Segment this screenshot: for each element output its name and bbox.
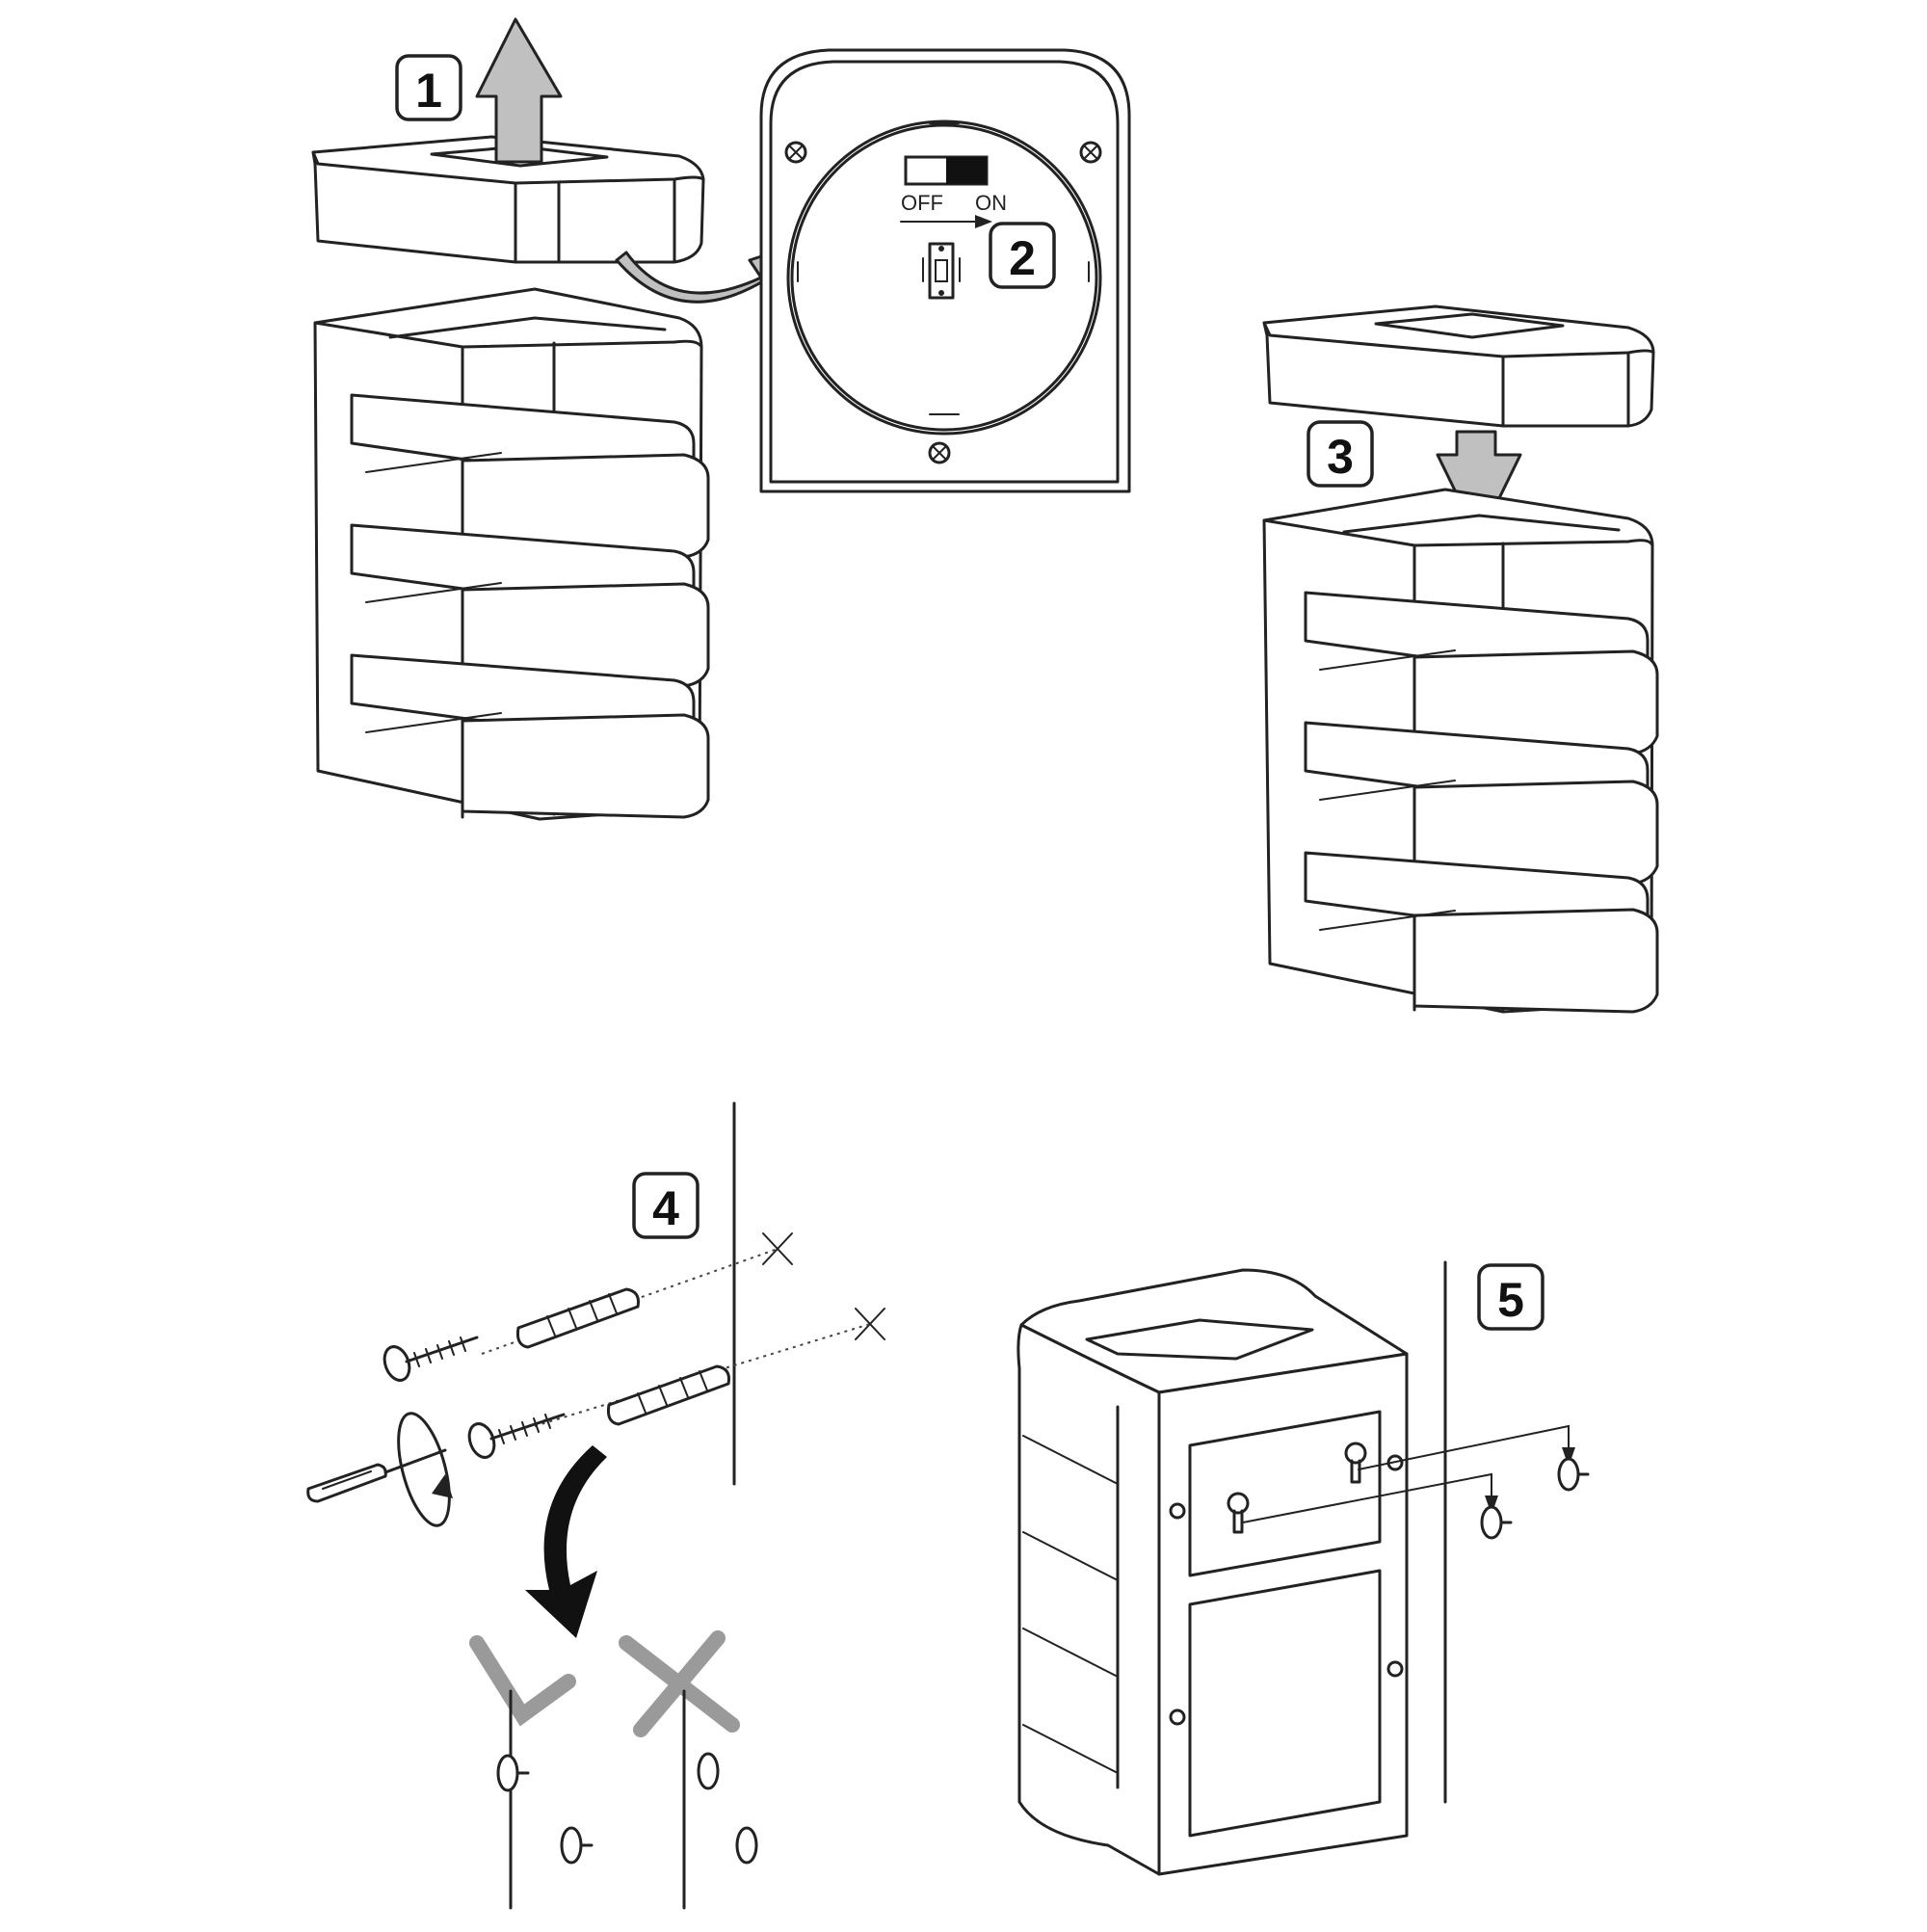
- screw-lower: [467, 1413, 566, 1459]
- solar-cap-lifted: [311, 135, 705, 264]
- lamp-back-view: [1016, 1268, 1409, 1876]
- lamp-body-open: [313, 287, 710, 821]
- check-mark-icon: [469, 1635, 576, 1727]
- step-4-group: 4: [306, 1101, 885, 1910]
- screw-flush: [735, 1826, 758, 1865]
- switch-on-label: ON: [975, 191, 1007, 215]
- screw-icon: [1079, 141, 1102, 164]
- step-4-badge: 4: [632, 1172, 700, 1239]
- keyhole-icon: [1227, 1492, 1250, 1534]
- screw-flush: [697, 1752, 720, 1790]
- step-3-number: 3: [1327, 430, 1354, 484]
- switch-panel: [759, 48, 1131, 493]
- charge-port-icon: [922, 242, 961, 300]
- wall-plug-upper: [516, 1287, 640, 1349]
- wall-plug-lower: [607, 1364, 730, 1426]
- solar-cap-replace: [1262, 304, 1655, 428]
- step-2-group: OFF ON 2: [759, 48, 1131, 493]
- step-1-badge: 1: [395, 54, 462, 121]
- step-4-number: 4: [652, 1181, 679, 1235]
- screw-icon: [784, 141, 807, 164]
- screw-upper: [383, 1336, 479, 1382]
- step-2-number: 2: [1009, 231, 1036, 285]
- drill-mark-icon: [762, 1232, 793, 1265]
- on-off-switch[interactable]: [904, 155, 989, 186]
- screw-icon: [928, 441, 951, 464]
- step-5-badge: 5: [1477, 1263, 1544, 1331]
- wall-screw: [1557, 1457, 1590, 1492]
- step-5-number: 5: [1497, 1273, 1524, 1327]
- keyhole-icon: [1344, 1442, 1367, 1484]
- step-2-badge: 2: [989, 222, 1056, 289]
- step-3-group: 3: [1262, 304, 1659, 1014]
- curved-down-arrow: [525, 1445, 607, 1638]
- screwdriver-icon: [306, 1412, 453, 1527]
- lamp-body-closed: [1262, 488, 1659, 1014]
- step-3-badge: 3: [1307, 420, 1374, 488]
- switch-direction-arrow: [975, 215, 992, 228]
- screw-protruding: [496, 1754, 530, 1792]
- step-1-number: 1: [415, 64, 442, 118]
- drill-mark-icon: [855, 1308, 885, 1340]
- switch-off-label: OFF: [901, 191, 943, 215]
- screw-protruding: [560, 1826, 594, 1865]
- lift-up-arrow: [475, 17, 563, 164]
- wall-screw: [1480, 1505, 1513, 1540]
- step-1-group: 1: [311, 17, 787, 821]
- step-5-group: 5: [1016, 1260, 1590, 1876]
- cross-mark-icon: [619, 1630, 740, 1737]
